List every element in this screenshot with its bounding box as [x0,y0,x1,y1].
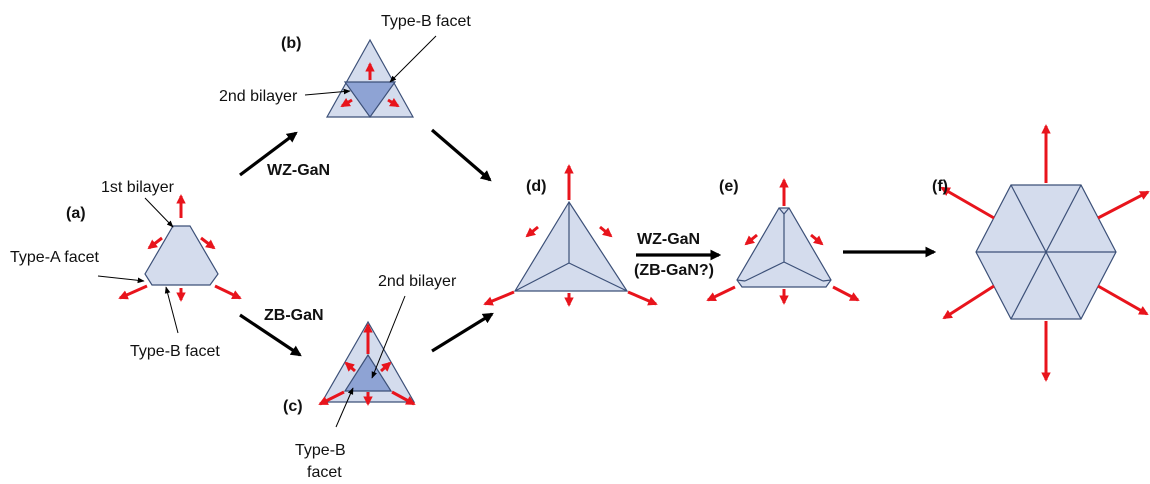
type-b-facet-label-line1: Type-B [295,442,346,459]
first-bilayer-label: 1st bilayer [101,179,175,196]
growth-arrow [1097,284,1149,316]
panel-b-tag: (b) [281,35,301,52]
growth-arrow [942,284,995,320]
type-a-facet-label: Type-A facet [10,249,99,266]
panel-f-tag: (f) [932,178,948,195]
growth-arrow [706,285,736,302]
facet-edge [568,262,628,292]
callout-line [97,275,145,284]
panel-f: (f) [932,124,1150,382]
panel-d: (d) [483,164,658,307]
growth-arrow [599,225,613,238]
panel-b: (b) Type-B facet 2nd bilayer [219,13,471,119]
facet-edge [778,207,785,215]
flow-arrow-b-to-d [430,128,492,182]
facet-edge [822,279,832,282]
growth-arrow [1097,190,1150,220]
growth-arrow [627,290,658,306]
first-bilayer-shape [144,225,219,286]
growth-arrow [810,233,824,246]
growth-arrow [147,236,163,250]
growth-arrow [318,390,345,406]
growth-arrow [525,225,539,238]
facet-edge [744,261,785,282]
callout-line [304,88,351,96]
growth-arrow [344,361,356,373]
wz-gan-label: WZ-GaN [267,162,330,179]
second-bilayer-triangle [343,81,397,119]
panel-e: (e) [706,178,860,305]
zb-gan-question-label: (ZB-GaN?) [634,262,714,279]
callout-line [371,295,406,379]
callout-line [164,286,179,334]
callout-line [335,387,354,428]
flow-arrow-c-to-d [431,312,494,353]
facet-edge [736,279,746,282]
zb-gan-label: ZB-GaN [264,307,324,324]
second-bilayer-triangle [343,353,393,392]
panel-c: 2nd bilayer (c) Type-B facet [283,273,457,481]
type-b-facet-label-line2: facet [307,464,342,481]
growth-arrow [340,97,353,108]
flow-arrow-a-to-b [239,131,298,177]
growth-arrow [832,285,860,302]
facet-edge [783,207,790,215]
flow-arrows: WZ-GaN ZB-GaN WZ-GaN (ZB-GaN?) [239,128,937,357]
growth-arrow [483,290,515,306]
type-b-facet-label: Type-B facet [130,343,220,360]
second-bilayer-label: 2nd bilayer [378,273,457,290]
panel-d-tag: (d) [526,178,546,195]
type-b-facet-label: Type-B facet [381,13,471,30]
growth-arrow [214,284,242,300]
callout-line [144,197,174,228]
panel-c-tag: (c) [283,398,303,415]
growth-arrow [380,361,392,373]
growth-arrow [940,186,995,220]
growth-arrow [744,233,758,246]
growth-arrow [118,284,148,300]
second-bilayer-label: 2nd bilayer [219,88,298,105]
panel-e-tag: (e) [719,178,739,195]
flow-arrow-a-to-c [239,313,302,357]
growth-arrow [391,390,416,406]
tetrahedral-shape [513,200,629,292]
growth-arrow [387,97,400,108]
growth-arrow [200,236,216,250]
facet-edge [783,261,824,282]
callout-line [389,35,437,83]
panel-a: 1st bilayer (a) Type-A facet Type-B face… [10,179,242,360]
wz-gan-label-de: WZ-GaN [637,231,700,248]
panel-a-tag: (a) [66,205,86,222]
facet-edge [514,262,570,292]
